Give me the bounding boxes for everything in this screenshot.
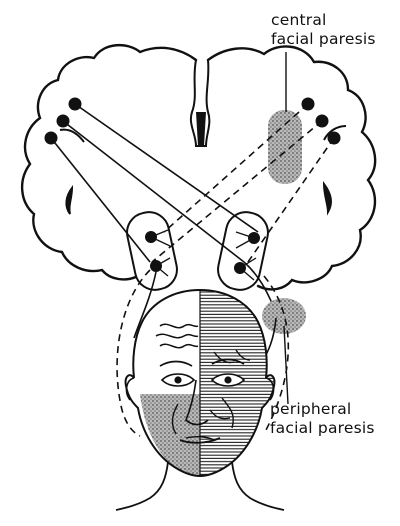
neck-left [115,461,169,511]
forehead-wrinkles [155,323,199,349]
left-sulcus [65,184,74,215]
mouth [179,437,221,444]
fissure-fill [196,112,206,146]
peripheral-label-line-1: peripheral [270,400,352,418]
tract-right-1 [163,103,309,233]
left-facial-nerve-solid [133,271,157,339]
facial-creases [171,349,251,441]
left-ear [125,377,135,401]
tract-right-2 [151,120,323,263]
left-sulcus-2 [59,128,85,143]
tract-left-1 [74,103,259,233]
nose [185,379,209,426]
tract-right-3 [247,137,335,263]
right-sulcus-2 [323,125,347,141]
left-pupil [174,376,182,384]
brain-left-hemisphere [21,44,198,281]
central-label-line-1: central [271,11,327,29]
face-left-lower-shading [140,394,200,476]
peripheral-label-line-2: facial paresis [270,419,375,437]
left-facial-nerve-dashed [116,269,151,437]
left-nucleus-synapse [150,229,171,277]
central-facial-paresis-label: central facial paresis [271,11,376,49]
face [115,288,285,511]
central-label-line-2: facial paresis [271,30,376,48]
peripheral-pointer [283,325,289,405]
tract-left-2 [62,120,245,263]
right-facial-nucleus-capsule [217,211,269,291]
neck-right [231,461,285,511]
left-facial-nucleus-capsule [126,211,178,291]
right-eyebrow [211,358,245,365]
left-eyebrow [159,360,193,367]
peripheral-paresis-zone [262,298,306,334]
right-nucleus-synapse [235,231,257,281]
right-pupil [224,376,232,384]
right-ear [265,377,275,401]
brain-right-hemisphere [206,45,377,291]
right-sulcus [322,180,332,216]
tract-left-3 [50,137,151,263]
peripheral-facial-paresis-label: peripheral facial paresis [270,400,375,438]
central-paresis-zone [268,110,302,184]
